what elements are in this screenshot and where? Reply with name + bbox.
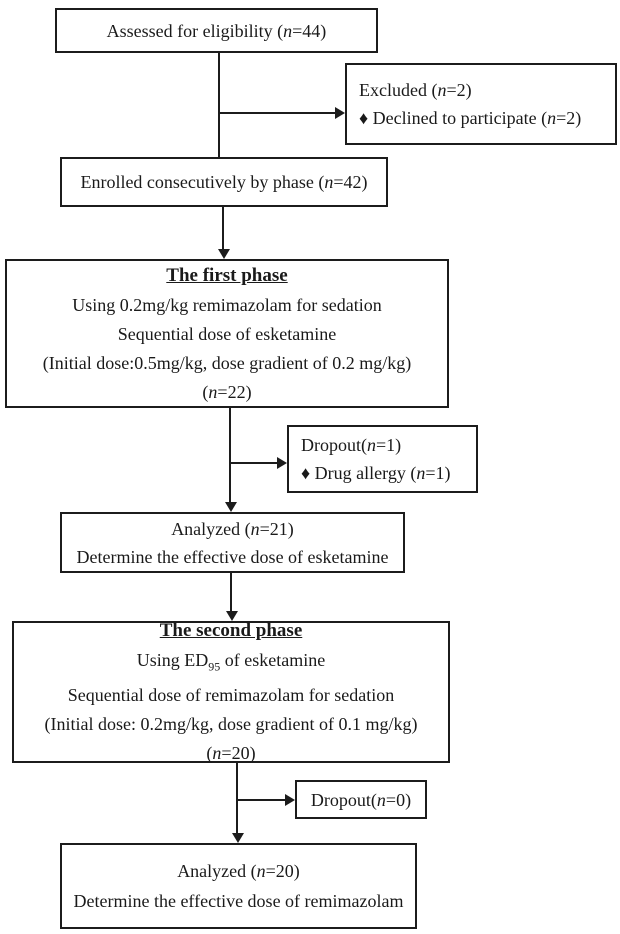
- connector-assessed-enrolled: [218, 53, 220, 157]
- arrowhead-phase2: [226, 611, 238, 621]
- second-phase-title: The second phase: [159, 619, 303, 641]
- first-phase-box: The first phase Using 0.2mg/kg remimazol…: [5, 259, 449, 408]
- arrowhead-dropout1: [277, 457, 287, 469]
- enrolled-box: Enrolled consecutively by phase (n=42): [60, 157, 388, 207]
- first-phase-line-2: Sequential dose of esketamine: [117, 323, 337, 344]
- connector-to-excluded: [219, 112, 336, 114]
- dropout-second-box: Dropout(n=0): [295, 780, 427, 819]
- enrolled-text: Enrolled consecutively by phase (n=42): [80, 172, 368, 192]
- first-phase-line-3: (Initial dose:0.5mg/kg, dose gradient of…: [42, 352, 412, 373]
- analyzed-second-line-1: Analyzed (n=20): [177, 861, 300, 881]
- connector-phase2-analyzed2: [236, 763, 238, 834]
- analyzed-first-line-1: Analyzed (n=21): [171, 518, 294, 539]
- dropout-first-box: Dropout(n=1) ♦ Drug allergy (n=1): [287, 425, 478, 493]
- excluded-line-2: ♦ Declined to participate (n=2): [359, 108, 582, 128]
- second-phase-box: The second phase Using ED95 of esketamin…: [12, 620, 450, 763]
- connector-analyzed1-phase2: [230, 573, 232, 612]
- arrowhead-analyzed2: [232, 833, 244, 843]
- first-phase-line-1: Using 0.2mg/kg remimazolam for sedation: [72, 294, 382, 315]
- arrowhead-phase1: [218, 249, 230, 259]
- second-phase-n: (n=20): [206, 743, 256, 764]
- analyzed-first-box: Analyzed (n=21) Determine the effective …: [60, 512, 405, 573]
- connector-phase1-analyzed1: [229, 408, 231, 503]
- second-phase-line-1: Using ED95 of esketamine: [136, 649, 326, 674]
- second-phase-line-3: (Initial dose: 0.2mg/kg, dose gradient o…: [44, 714, 418, 735]
- excluded-box: Excluded (n=2) ♦ Declined to participate…: [345, 63, 617, 145]
- assessed-eligibility-text: Assessed for eligibility (n=44): [106, 20, 327, 41]
- arrowhead-analyzed1: [225, 502, 237, 512]
- connector-enrolled-phase1: [222, 207, 224, 250]
- first-phase-title: The first phase: [166, 264, 288, 286]
- analyzed-first-line-2: Determine the effective dose of esketami…: [76, 546, 389, 567]
- second-phase-line-2: Sequential dose of remimazolam for sedat…: [67, 685, 395, 706]
- excluded-line-1: Excluded (n=2): [359, 80, 472, 100]
- dropout-first-line-1: Dropout(n=1): [301, 435, 402, 455]
- analyzed-second-line-2: Determine the effective dose of remimazo…: [73, 891, 404, 911]
- dropout-first-line-2: ♦ Drug allergy (n=1): [301, 463, 451, 483]
- arrowhead-excluded: [335, 107, 345, 119]
- connector-to-dropout1: [230, 462, 278, 464]
- connector-to-dropout2: [237, 799, 286, 801]
- analyzed-second-box: Analyzed (n=20) Determine the effective …: [60, 843, 417, 929]
- arrowhead-dropout2: [285, 794, 295, 806]
- first-phase-n: (n=22): [202, 381, 252, 402]
- dropout-second-text: Dropout(n=0): [310, 789, 412, 810]
- assessed-eligibility-box: Assessed for eligibility (n=44): [55, 8, 378, 53]
